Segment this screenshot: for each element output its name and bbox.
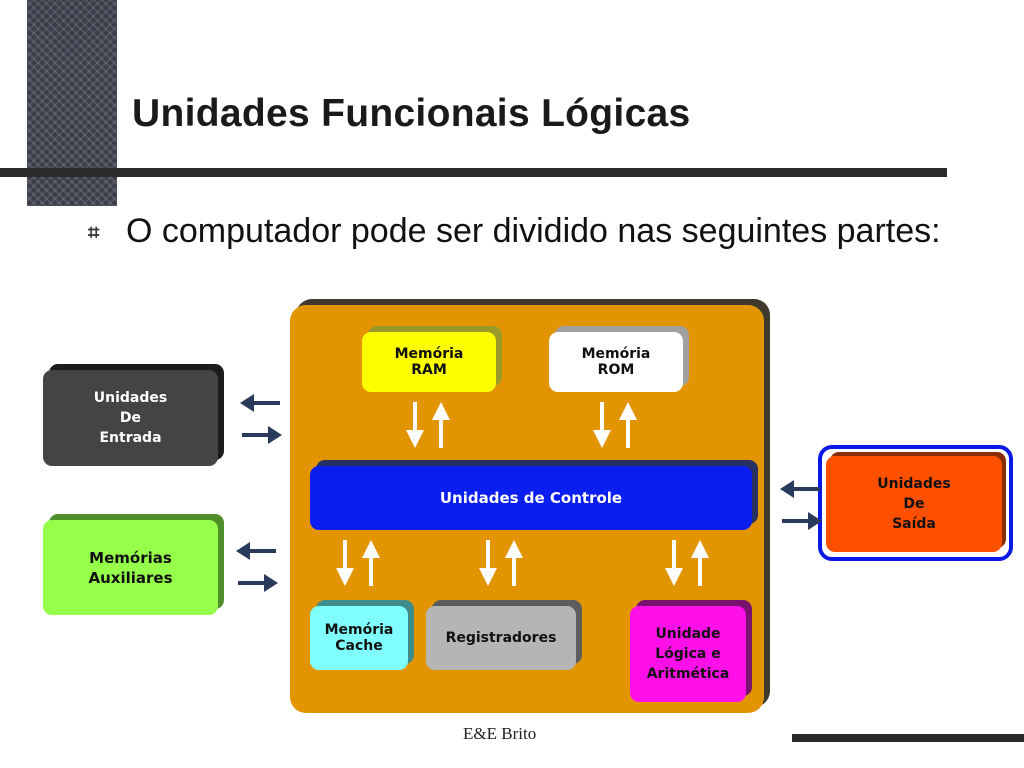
bullet-text: O computador pode ser dividido nas segui…	[126, 212, 941, 250]
rom-control-arrows-icon	[593, 402, 637, 448]
footer-divider	[792, 734, 1024, 742]
registradores-box: Registradores	[426, 606, 576, 670]
footer-text: E&E Brito	[463, 724, 537, 743]
ram-control-arrows-icon	[406, 402, 450, 448]
entrada-arrows-icon	[240, 394, 282, 444]
control-registradores-arrows-icon	[479, 540, 523, 586]
unidades-saida-box: Unidades De Saída	[826, 456, 1002, 552]
saida-arrows-icon	[780, 480, 822, 530]
unidades-controle-box: Unidades de Controle	[310, 466, 752, 530]
control-ula-arrows-icon	[665, 540, 709, 586]
control-cache-arrows-icon	[336, 540, 380, 586]
title-divider	[0, 168, 947, 177]
memorias-auxiliares-box: Memórias Auxiliares	[43, 520, 218, 615]
ula-box: Unidade Lógica e Aritmética	[630, 606, 746, 702]
unidades-entrada-box: Unidades De Entrada	[43, 370, 218, 466]
memoria-rom-box: Memória ROM	[549, 332, 683, 392]
auxiliares-arrows-icon	[236, 542, 278, 592]
memoria-cache-box: Memória Cache	[310, 606, 408, 670]
bullet-icon: ⌗	[88, 220, 100, 244]
slide-title: Unidades Funcionais Lógicas	[132, 92, 691, 135]
memoria-ram-box: Memória RAM	[362, 332, 496, 392]
